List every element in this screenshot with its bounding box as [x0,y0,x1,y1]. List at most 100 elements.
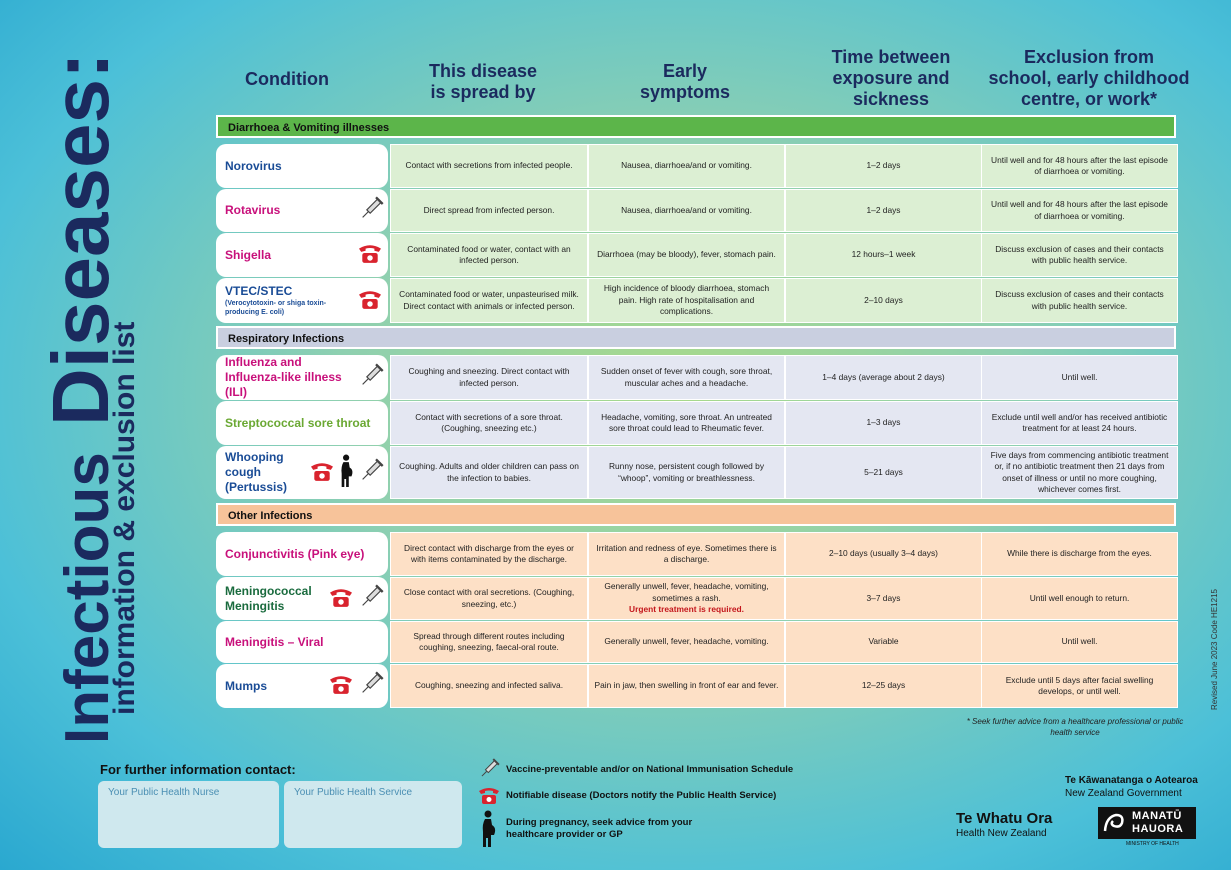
exclusion-text: Five days from commencing antibiotic tre… [987,450,1172,496]
condition-text: Streptococcal sore throat [225,416,384,431]
syringe-icon [358,195,384,226]
exclusion-value: Until well. [1061,636,1098,647]
govt-logo-line2: New Zealand Government [1065,788,1182,799]
spread-text: Coughing, sneezing and infected saliva. [415,680,563,692]
legend-notifiable: Notifiable disease (Doctors notify the P… [506,790,777,801]
symptoms-text: Diarrhoea (may be bloody), fever, stomac… [597,249,776,261]
symptoms-value: Headache, vomiting, sore throat. An untr… [601,411,772,434]
time-value: 5–21 days [864,466,903,477]
manatu-hauora-logo: MANATŪ HAUORA [1098,807,1196,839]
time-value: 2–10 days (usually 3–4 days) [829,548,938,559]
spread-cell: Coughing, sneezing and infected saliva. [390,664,588,708]
symptoms-text: Headache, vomiting, sore throat. An untr… [594,412,779,435]
exclusion-text: Until well. [1062,636,1098,648]
title-word-infectious: Infectious [53,452,122,740]
syringe-icon [358,457,384,488]
phone-icon [308,460,336,486]
spread-cell: Contact with secretions from infected pe… [390,144,588,188]
pregnancy-icon [339,453,355,493]
condition-cell: Mumps [216,664,388,708]
time-value: 12 hours–1 week [851,249,916,260]
exclusion-text: Exclude until 5 days after facial swelli… [987,675,1172,698]
ministry-text: MINISTRY OF HEALTH [1126,841,1179,847]
spread-text: Contaminated food or water, unpasteurise… [396,289,582,312]
exclusion-value: Until well enough to return. [1029,592,1130,603]
header-time: Time between exposure and sickness [831,47,951,109]
spread-value: Close contact with oral secretions. (Cou… [403,587,575,609]
exclusion-value: Five days from commencing antibiotic tre… [990,449,1169,495]
condition-text: Conjunctivitis (Pink eye) [225,547,384,562]
time-text: 1–4 days (average about 2 days) [822,372,944,384]
spread-value: Direct contact with discharge from the e… [404,542,574,565]
exclusion-text: While there is discharge from the eyes. [1007,548,1152,560]
exclusion-cell: Until well. [981,621,1178,663]
contact-heading: For further information contact: [100,762,296,777]
condition-text: Meningococcal Meningitis [225,584,324,614]
spread-value: Coughing. Adults and older children can … [399,461,579,483]
exclusion-value: Until well and for 48 hours after the la… [991,154,1168,177]
symptoms-cell: High incidence of bloody diarrhoea, stom… [588,278,785,323]
time-text: 12 hours–1 week [852,249,916,261]
condition-name: Conjunctivitis (Pink eye) [225,546,365,561]
syringe-icon [358,671,384,701]
condition-cell: Meningococcal Meningitis [216,577,388,620]
condition-icons [324,671,388,701]
time-text: 1–2 days [867,160,901,172]
hauora-text: HAUORA [1132,823,1184,835]
time-value: 1–3 days [866,417,901,428]
time-text: 5–21 days [864,467,903,479]
condition-name: VTEC/STEC [225,284,293,298]
poster-title: Infectious Diseases: information & exclu… [36,52,138,740]
time-cell: 1–3 days [785,401,982,445]
time-cell: 2–10 days (usually 3–4 days) [785,532,982,576]
time-text: 12–25 days [862,680,905,692]
contact-box-nurse[interactable]: Your Public Health Nurse [98,781,279,848]
contact-box-service[interactable]: Your Public Health Service [284,781,462,848]
symptoms-cell: Generally unwell, fever, headache, vomit… [588,621,785,663]
condition-name: Meningococcal Meningitis [225,583,312,613]
spread-cell: Coughing. Adults and older children can … [390,446,588,499]
time-value: 1–2 days [866,160,901,171]
symptoms-text: Nausea, diarrhoea/and or vomiting. [621,160,752,172]
symptoms-value: Generally unwell, fever, headache, vomit… [604,581,769,603]
exclusion-text: Until well. [1062,372,1098,384]
manatu-text: MANATŪ [1132,810,1182,822]
section-header: Other Infections [216,503,1176,526]
condition-name: Streptococcal sore throat [225,415,371,430]
time-cell: Variable [785,621,982,663]
symptoms-value: High incidence of bloody diarrhoea, stom… [603,283,770,317]
spread-value: Direct spread from infected person. [423,204,555,215]
spread-cell: Direct spread from infected person. [390,189,588,232]
symptoms-text: Pain in jaw, then swelling in front of e… [595,680,779,692]
exclusion-cell: While there is discharge from the eyes. [981,532,1178,576]
time-text: 1–2 days [867,205,901,217]
time-cell: 5–21 days [785,446,982,499]
exclusion-value: Discuss exclusion of cases and their con… [995,243,1164,266]
exclusion-text: Until well and for 48 hours after the la… [987,155,1172,178]
spread-value: Spread through different routes includin… [413,630,565,653]
symptoms-cell: Irritation and redness of eye. Sometimes… [588,532,785,576]
syringe-icon [358,362,384,393]
spread-text: Close contact with oral secretions. (Cou… [396,587,582,610]
phone-icon [327,673,355,699]
condition-icons [353,242,388,268]
symptoms-text: Generally unwell, fever, headache, vomit… [604,636,768,648]
condition-icons [355,195,388,226]
condition-cell: Streptococcal sore throat [216,401,388,445]
condition-text: VTEC/STEC(Verocytotoxin- or shiga toxin-… [225,284,353,317]
exclusion-cell: Exclude until 5 days after facial swelli… [981,664,1178,708]
whatu-ora-logo: Te Whatu Ora [956,810,1053,827]
spread-text: Contact with secretions from infected pe… [405,160,572,172]
condition-text: Whooping cough (Pertussis) [225,450,305,495]
time-value: Variable [868,636,899,647]
legend-phone-icon [477,785,501,810]
koru-icon [1103,813,1124,832]
time-value: 3–7 days [866,592,901,603]
legend-pregnancy-icon [480,810,498,853]
phone-icon [327,586,355,612]
legend-syringe-icon [478,758,500,785]
exclusion-value: Exclude until well and/or has received a… [991,411,1168,434]
spread-text: Direct spread from infected person. [424,205,555,217]
spread-text: Spread through different routes includin… [396,631,582,654]
spread-cell: Contact with secretions of a sore throat… [390,401,588,445]
